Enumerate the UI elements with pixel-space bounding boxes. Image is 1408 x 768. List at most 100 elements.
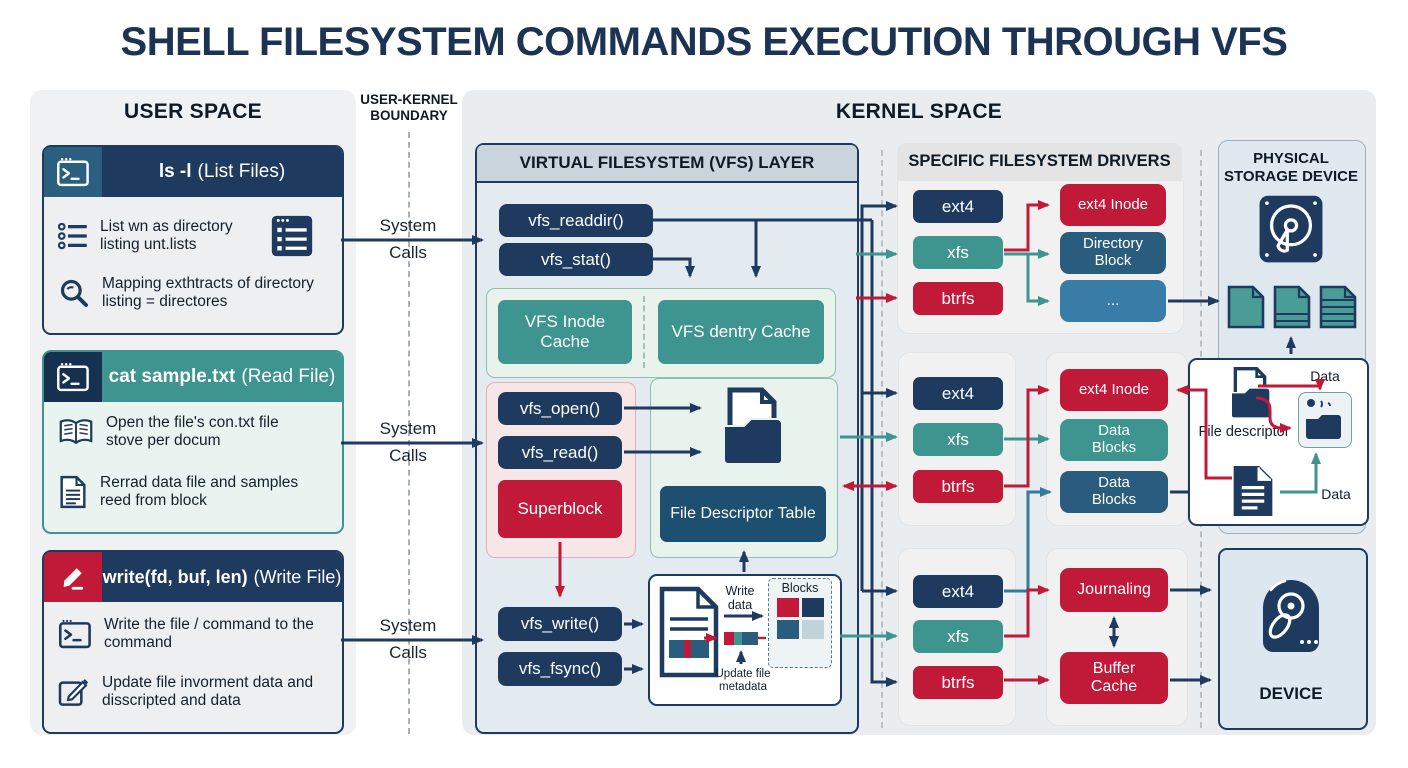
storage-block-icon — [1319, 285, 1357, 329]
storage-block-icon — [1227, 285, 1265, 329]
card-write-item1: Write the file / command to the command — [58, 616, 330, 653]
fs-ext4: ext4 — [913, 190, 1003, 223]
card-cat-item2-text: Rerrad data file and samples reed from b… — [100, 474, 299, 510]
open-book-icon — [59, 419, 93, 445]
vfs-stat: vfs_stat() — [499, 243, 653, 276]
blocks-box: Blocks — [768, 578, 832, 668]
fs-xfs: xfs — [913, 236, 1003, 269]
user-space-title: USER SPACE — [124, 100, 262, 123]
update-metadata-label: Update file metadata — [715, 668, 771, 694]
file-descriptor-table: File Descriptor Table — [660, 486, 826, 542]
card-write-item2-text: Update file invorment data and disscript… — [102, 674, 314, 710]
vfs-fsync: vfs_fsync() — [498, 652, 622, 686]
card-ls-label: ls -l (List Files) — [102, 147, 342, 197]
metadata-bar-red — [724, 632, 734, 645]
out-label: Journaling — [1077, 581, 1151, 599]
data-label-top: Data — [1310, 368, 1340, 384]
folder-file-icon — [1230, 367, 1271, 419]
vfs-readdir: vfs_readdir() — [499, 204, 653, 237]
card-ls-cmd: ls -l — [158, 161, 192, 182]
card-cat-item2: Rerrad data file and samples reed from b… — [58, 474, 330, 511]
block-cell — [801, 620, 824, 640]
out-label: Data Blocks — [1091, 474, 1137, 508]
fs-btrfs: btrfs — [913, 282, 1003, 315]
card-ls-item2: Mapping exthtracts of directory listing … — [58, 275, 318, 312]
data-label-bottom: Data — [1321, 486, 1351, 502]
storage-block-icon — [1273, 285, 1311, 329]
block-cell — [801, 598, 824, 618]
card-ls-header: ls -l (List Files) — [44, 147, 342, 197]
bullet-list-icon — [58, 222, 87, 250]
file-write-icon — [659, 586, 719, 678]
vfs-inode-cache: VFS Inode Cache — [498, 300, 632, 364]
out-data-blocks-navy: Data Blocks — [1060, 471, 1168, 513]
directory-listing-icon — [271, 215, 313, 257]
out-label: ... — [1106, 291, 1120, 309]
drivers-title: SPECIFIC FILESYSTEM DRIVERS — [897, 143, 1182, 180]
fd-mini-box — [1298, 392, 1352, 448]
vfs-layer-title: VIRTUAL FILESYSTEM (VFS) LAYER — [477, 145, 857, 183]
card-write-label: write(fd, buf, len) (Write File) — [102, 552, 342, 602]
out-label: Data Blocks — [1091, 422, 1137, 456]
out-ext4-inode: ext4 Inode — [1060, 184, 1166, 226]
card-write-item2: Update file invorment data and disscript… — [58, 674, 330, 711]
out-directory-block: Directory Block — [1060, 232, 1166, 274]
card-write-header: write(fd, buf, len) (Write File) — [44, 552, 342, 602]
out-label: ext4 Inode — [1077, 195, 1149, 213]
out-label: ext4 Inode — [1078, 380, 1150, 398]
page-title: SHELL FILESYSTEM COMMANDS EXECUTION THRO… — [120, 20, 1288, 64]
card-cat-item1: Open the file's con.txt file stove per d… — [58, 414, 330, 451]
system-calls-label-3: System Calls — [379, 616, 437, 663]
card-ls-item2-text: Mapping exthtracts of directory listing … — [102, 275, 314, 311]
out-data-blocks-teal: Data Blocks — [1060, 419, 1168, 461]
kernel-space-title: KERNEL SPACE — [835, 100, 1003, 123]
card-cat-suffix: (Read File) — [241, 366, 336, 387]
vfs-write: vfs_write() — [498, 607, 622, 641]
out-buffer-cache: Buffer Cache — [1060, 652, 1168, 704]
out-more: ... — [1060, 280, 1166, 322]
metadata-bar — [724, 632, 758, 645]
card-write: write(fd, buf, len) (Write File) Write t… — [42, 550, 344, 734]
card-cat-cmd: cat sample.txt — [108, 366, 236, 387]
out-label: Directory Block — [1082, 235, 1143, 269]
card-cat: cat sample.txt (Read File) Open the file… — [42, 350, 344, 534]
mini-folder-icon — [1306, 399, 1341, 439]
terminal-icon — [44, 147, 102, 197]
out-ext4-inode: ext4 Inode — [1060, 369, 1168, 411]
vfs-open: vfs_open() — [498, 392, 622, 425]
magnifier-icon — [60, 280, 88, 308]
system-calls-label-1: System Calls — [379, 216, 437, 263]
blocks-grid — [776, 598, 824, 640]
terminal-icon — [44, 352, 102, 402]
document-icon — [60, 476, 86, 509]
metadata-bar-teal — [734, 632, 742, 645]
metadata-bar-navy — [742, 632, 758, 645]
vfs-drivers-divider — [881, 150, 883, 728]
document-icon — [1233, 466, 1273, 516]
block-cell — [776, 620, 799, 640]
card-write-item1-text: Write the file / command to the command — [104, 616, 314, 652]
terminal-icon — [57, 362, 89, 392]
vfs-read: vfs_read() — [498, 436, 622, 469]
card-write-cmd: write(fd, buf, len) — [102, 566, 248, 587]
device-disk-icon — [1263, 579, 1319, 652]
card-cat-header: cat sample.txt (Read File) — [44, 352, 342, 402]
out-label: Buffer Cache — [1090, 660, 1138, 695]
fs-xfs: xfs — [913, 620, 1003, 653]
card-cat-item1-text: Open the file's con.txt file stove per d… — [106, 414, 279, 450]
cache-divider — [643, 296, 645, 368]
terminal-window-icon — [58, 620, 91, 649]
card-ls-suffix: (List Files) — [197, 161, 286, 182]
boundary-dashed-line — [408, 132, 410, 734]
fs-ext4: ext4 — [913, 575, 1003, 608]
fs-xfs: xfs — [913, 423, 1003, 456]
write-data-label: Write data — [725, 584, 755, 613]
fs-btrfs: btrfs — [913, 470, 1003, 503]
card-ls-item1-text: List wn as directory listing unt.lists — [100, 217, 233, 253]
hard-disk-icon — [1259, 195, 1323, 263]
card-cat-label: cat sample.txt (Read File) — [102, 352, 342, 402]
card-write-suffix: (Write File) — [253, 566, 342, 587]
folder-file-icon — [723, 387, 783, 465]
block-cell — [776, 598, 799, 618]
user-kernel-boundary-label: USER-KERNEL BOUNDARY — [360, 92, 458, 123]
